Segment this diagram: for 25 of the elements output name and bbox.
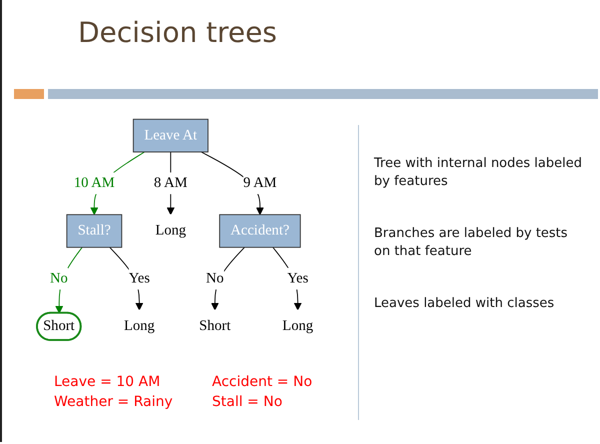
condition-text: Weather = Rainy (54, 394, 173, 410)
node-box: Accident? (219, 214, 301, 248)
edge-label: No (50, 270, 68, 286)
arrow (210, 246, 245, 310)
edge-label: No (206, 270, 224, 286)
node-text: Long (155, 222, 186, 238)
node-text: Long (282, 318, 314, 334)
arrow (55, 246, 83, 314)
edge-label: 10 AM (74, 175, 115, 191)
node-text: Long (124, 318, 155, 334)
note-text: Branches are labeled by tests on that feature (374, 225, 569, 261)
edge-label: 8 AM (154, 175, 188, 191)
note-text: Tree with internal nodes labeled by features (374, 155, 583, 191)
node-box: Stall? (66, 214, 122, 248)
condition-text: Stall = No (212, 394, 282, 410)
edge-label: 9 AM (243, 175, 277, 191)
node-box: Leave At (132, 118, 208, 152)
slide-title: Decision trees (78, 16, 278, 49)
condition-text: Accident = No (212, 374, 312, 390)
edge-label: Yes (287, 270, 308, 286)
note-text: Leaves labeled with classes (374, 295, 556, 313)
node-text: Short (199, 318, 231, 334)
condition-text: Leave = 10 AM (54, 374, 160, 390)
arrow (272, 246, 302, 310)
edge-label: Yes (128, 270, 150, 286)
